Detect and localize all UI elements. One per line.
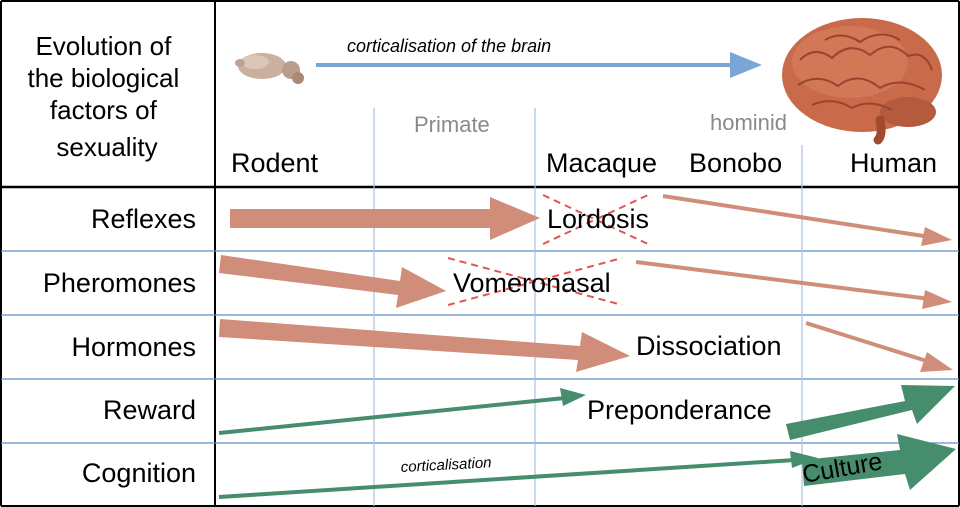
row-separators <box>1 250 959 444</box>
reward-thick-arrow <box>786 385 955 440</box>
group-hominid: hominid <box>710 110 787 135</box>
title-line-4: sexuality <box>56 132 157 162</box>
cognition-thin-arrow-head <box>790 451 818 468</box>
row-reward: Reward <box>103 395 196 425</box>
pheromones-thin-arrow-line <box>635 260 931 301</box>
annotation-dissociation: Dissociation <box>636 331 782 361</box>
column-bonobo: Bonobo <box>689 148 782 178</box>
human-brain-icon <box>782 18 942 145</box>
pheromones-main-arrow <box>219 255 446 308</box>
title-line-1: Evolution of <box>35 31 172 61</box>
top-arrow-label: corticalisation of the brain <box>347 36 551 56</box>
annotation-culture: Culture <box>800 447 884 489</box>
column-separators <box>373 108 803 506</box>
annotation-lordosis: Lordosis <box>547 204 649 234</box>
title-line-3: factors of <box>50 95 158 125</box>
row-reflexes: Reflexes <box>91 204 196 234</box>
pheromones-thin-arrow-head <box>922 290 952 309</box>
cognition-thin-arrow-line <box>218 458 796 499</box>
reflexes-main-arrow <box>230 197 540 240</box>
pheromones-arrows <box>219 255 952 309</box>
hormones-thin-arrow-line <box>805 321 931 364</box>
row-cognition: Cognition <box>82 458 196 488</box>
reward-thin-arrow-head <box>560 388 586 406</box>
annotation-corticalisation: corticalisation <box>400 454 492 476</box>
cognition-thick-arrow <box>802 434 956 490</box>
annotation-preponderance: Preponderance <box>587 395 772 425</box>
row-hormones: Hormones <box>71 332 196 362</box>
column-macaque: Macaque <box>546 148 657 178</box>
reflexes-thin-arrow-line <box>662 194 931 239</box>
reflexes-arrows <box>230 194 952 246</box>
rodent-brain-icon <box>235 53 304 84</box>
row-pheromones: Pheromones <box>43 268 196 298</box>
hormones-thin-arrow-head <box>920 352 953 372</box>
column-human: Human <box>850 148 937 178</box>
column-rodent: Rodent <box>231 148 319 178</box>
corticalisation-arrow <box>316 52 762 78</box>
hormones-main-arrow <box>219 319 630 372</box>
diagram-title: Evolution of the biological factors of s… <box>27 31 186 162</box>
vomeronasal-cross <box>447 257 623 306</box>
group-primate: Primate <box>414 112 490 137</box>
reflexes-thin-arrow-head <box>921 227 952 246</box>
annotation-vomeronasal: Vomeronasal <box>453 268 611 298</box>
lordosis-cross <box>542 194 649 245</box>
hormones-arrows <box>219 319 953 372</box>
cognition-arrows <box>218 434 956 499</box>
reward-thin-arrow-line <box>218 396 566 435</box>
title-line-2: the biological <box>27 63 179 93</box>
reward-arrows <box>218 385 955 440</box>
